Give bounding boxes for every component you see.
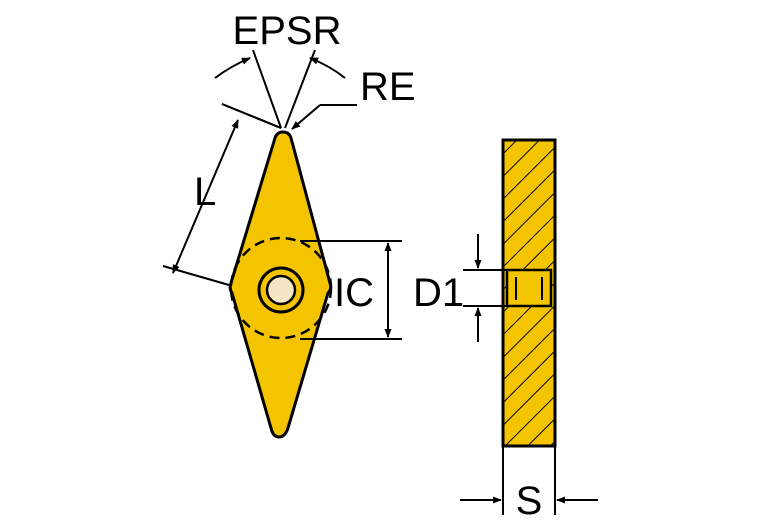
ic-dimension (300, 240, 402, 340)
re-leader (291, 104, 357, 130)
d1-dimension (463, 234, 507, 342)
insert-side-view (501, 138, 557, 448)
side-hole (505, 268, 553, 308)
hole (265, 274, 297, 306)
label-l: L (194, 170, 216, 214)
label-re: RE (360, 65, 416, 109)
label-d1: D1 (413, 271, 464, 315)
label-s: S (516, 479, 543, 523)
label-epsr: EPSR (233, 9, 342, 53)
insert-top-view (228, 130, 333, 439)
s-dimension (460, 446, 598, 515)
inscribed-circle (229, 236, 333, 340)
l-dimension (162, 103, 282, 286)
label-ic: IC (334, 271, 374, 315)
epsr-dimension (214, 49, 346, 129)
